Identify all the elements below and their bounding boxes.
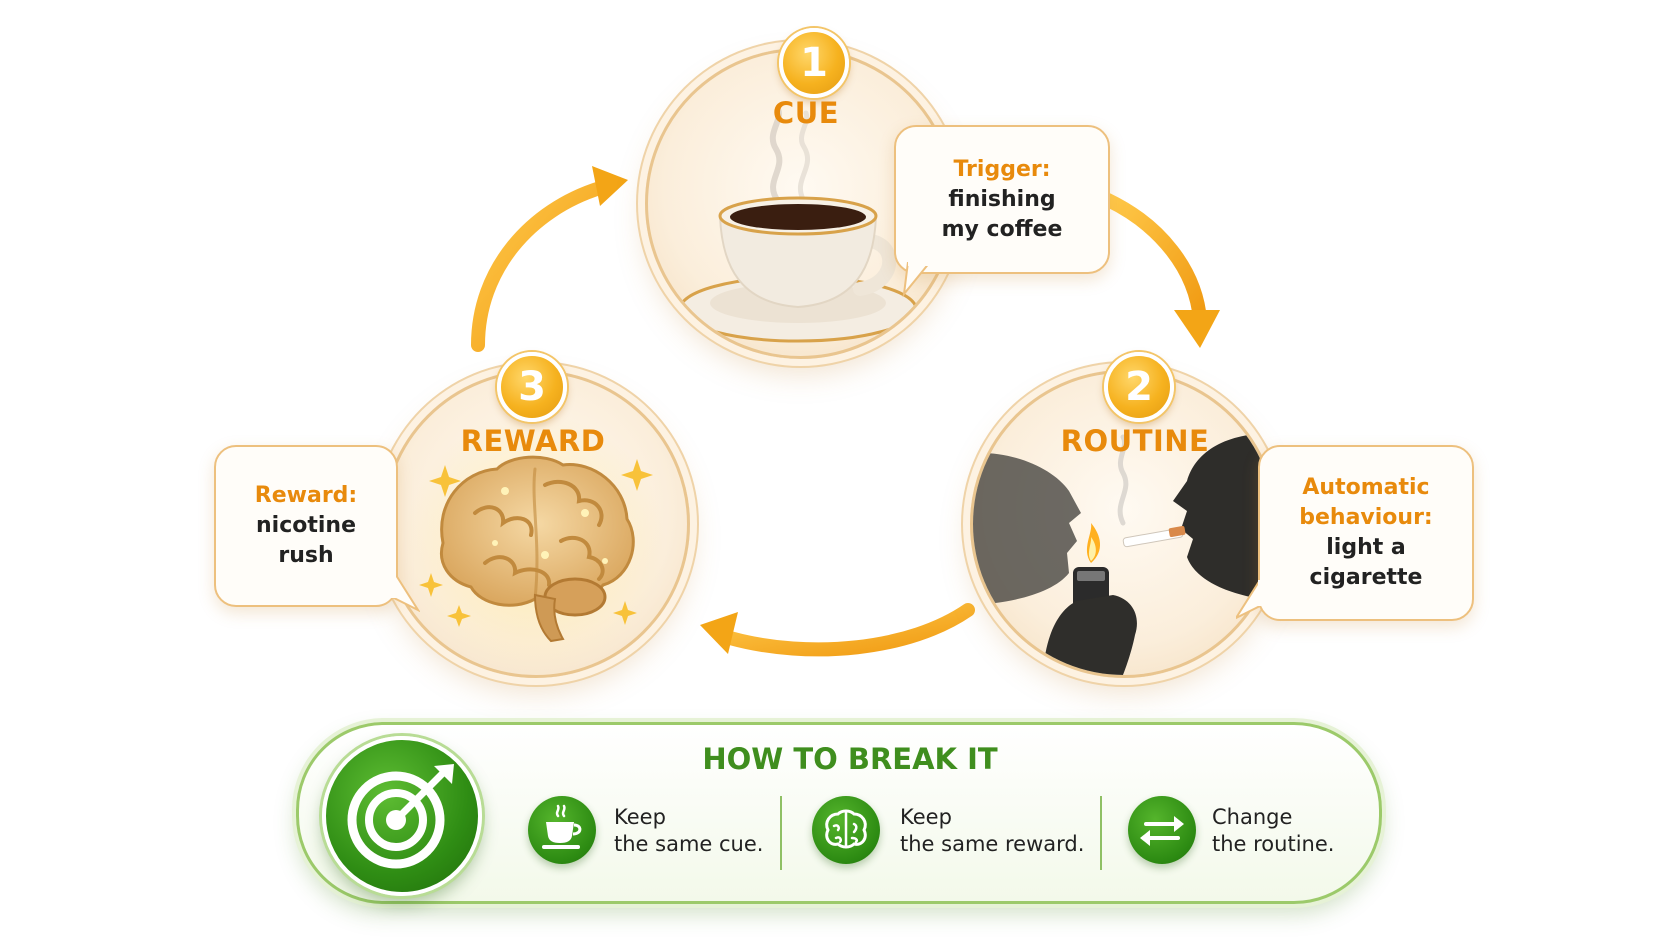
cue-bubble-line-1: finishing (948, 186, 1056, 212)
tip-3-line-2: the routine. (1212, 832, 1335, 856)
reward-step-number: 3 (518, 364, 546, 410)
tip-1-line-2: the same cue. (614, 832, 764, 856)
routine-bubble-line-2: cigarette (1309, 565, 1423, 590)
routine-title: ROUTINE (1060, 424, 1210, 458)
tip-2-line-2: the same reward. (900, 832, 1085, 856)
routine-bubble-line-1: light a (1326, 535, 1406, 560)
cue-speech-bubble: Trigger: finishing my coffee (894, 125, 1110, 274)
tip-divider-1 (780, 796, 782, 870)
reward-step-badge: 3 (497, 352, 567, 422)
cue-title: CUE (772, 96, 840, 130)
swap-arrows-icon (1140, 816, 1184, 846)
coffee-cup-icon (542, 804, 582, 849)
routine-speech-bubble: Automatic behaviour: light a cigarette (1258, 445, 1474, 621)
tip-2-text: Keep the same reward. (900, 804, 1084, 858)
target-arrow-badge (322, 736, 482, 896)
tip-divider-2 (1100, 796, 1102, 870)
cue-bubble-line-2: my coffee (941, 216, 1063, 242)
routine-bubble-heading: Automatic (1302, 475, 1430, 500)
cue-step-number: 1 (800, 40, 828, 86)
reward-bubble-heading: Reward: (254, 483, 358, 508)
target-arrow-icon (347, 764, 454, 869)
cue-bubble-tail (902, 262, 934, 298)
lighting-cigarette-icon (973, 433, 1275, 675)
reward-bubble-line-1: nicotine (256, 513, 356, 538)
routine-bubble-heading-2: behaviour: (1299, 505, 1433, 530)
tip-3-text: Change the routine. (1212, 804, 1334, 858)
tip-1-text: Keep the same cue. (614, 804, 763, 858)
arrow-routine-to-reward (700, 603, 975, 657)
arrow-cue-to-routine (1101, 193, 1220, 348)
reward-bubble-line-2: rush (278, 543, 334, 568)
cue-step-badge: 1 (779, 28, 849, 98)
reward-title: REWARD (460, 424, 606, 458)
arrow-reward-to-cue (471, 166, 628, 352)
routine-step-badge: 2 (1104, 352, 1174, 422)
brain-icon (825, 809, 867, 849)
routine-bubble-tail (1236, 580, 1264, 620)
tip-2-line-1: Keep (900, 805, 952, 829)
tip-3-line-1: Change (1212, 805, 1293, 829)
glowing-brain-icon (405, 413, 665, 673)
tip-3-icon-badge (1128, 796, 1196, 864)
tip-1-line-1: Keep (614, 805, 666, 829)
how-to-break-it-title: HOW TO BREAK IT (702, 742, 998, 776)
tip-1-icon-badge (528, 796, 596, 864)
coffee-cup-icon (678, 106, 918, 343)
reward-bubble-tail (390, 572, 420, 612)
reward-speech-bubble: Reward: nicotine rush (214, 445, 398, 607)
tip-2-icon-badge (812, 796, 880, 864)
routine-step-number: 2 (1125, 364, 1153, 410)
cue-bubble-heading: Trigger: (953, 156, 1051, 182)
